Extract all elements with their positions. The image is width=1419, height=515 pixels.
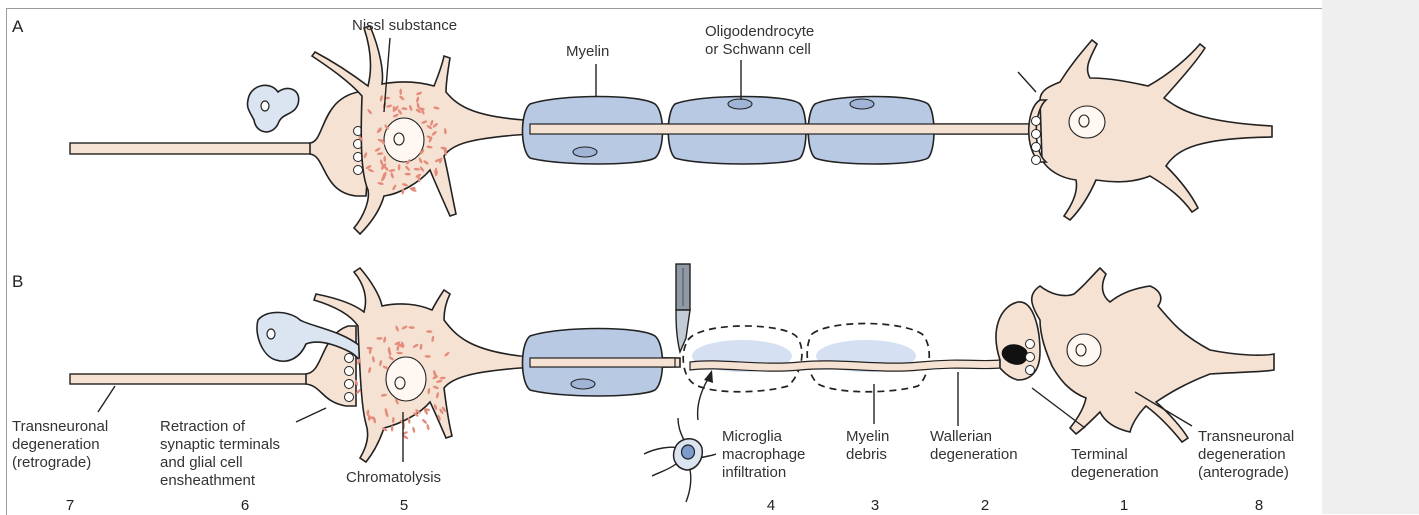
label-oligodendrocyte: Oligodendrocyte bbox=[705, 23, 814, 40]
stage-number-5: 5 bbox=[400, 497, 408, 514]
nissl-granule bbox=[421, 418, 427, 424]
stage-number-8: 8 bbox=[1255, 497, 1263, 514]
label-myelin: Myelin bbox=[566, 43, 609, 60]
leader-trans-retro bbox=[98, 386, 115, 412]
stage-number-7: 7 bbox=[66, 497, 74, 514]
stage-number-6: 6 bbox=[241, 497, 249, 514]
label-terminal: Terminal degeneration bbox=[1071, 446, 1159, 481]
leader-retraction bbox=[296, 408, 326, 422]
panel-b-degenerating-terminal bbox=[996, 302, 1040, 380]
panel-a-target-neuron bbox=[1018, 40, 1272, 220]
panel-a-presynaptic-terminal bbox=[310, 92, 368, 196]
label-chromatolysis: Chromatolysis bbox=[346, 469, 441, 486]
label-myelin-debris: Myelin debris bbox=[846, 428, 894, 463]
stage-number-2: 2 bbox=[981, 497, 989, 514]
migration-arrow bbox=[698, 376, 710, 420]
panel-b-intact-myelin bbox=[523, 329, 676, 397]
stage-number-4: 4 bbox=[767, 497, 775, 514]
panel-a-axon-presynaptic bbox=[70, 143, 330, 154]
stage-number-3: 3 bbox=[871, 497, 879, 514]
label-schwann-cell: or Schwann cell bbox=[705, 41, 811, 58]
nissl-granule bbox=[412, 426, 416, 433]
panel-b-myelin-debris bbox=[683, 324, 1000, 392]
label-microglia: Microglia macrophage infiltration bbox=[722, 428, 810, 481]
panel-a-myelin-sheaths bbox=[523, 97, 1051, 165]
label-trans-retro: Transneuronal degeneration (retrograde) bbox=[12, 418, 112, 471]
panel-b-axon-presynaptic bbox=[70, 374, 330, 384]
panel-a-label: A bbox=[12, 17, 24, 36]
stage-number-1: 1 bbox=[1120, 497, 1128, 514]
label-nissl-substance: Nissl substance bbox=[352, 17, 457, 34]
panel-a-glial-cell bbox=[247, 85, 298, 132]
nissl-granule bbox=[426, 424, 430, 431]
label-trans-antero: Transneuronal degeneration (anterograde) bbox=[1198, 428, 1298, 481]
panel-b-label: B bbox=[12, 272, 23, 291]
label-wallerian: Wallerian degeneration bbox=[930, 428, 1018, 463]
label-retraction: Retraction of synaptic terminals and gli… bbox=[160, 418, 284, 489]
